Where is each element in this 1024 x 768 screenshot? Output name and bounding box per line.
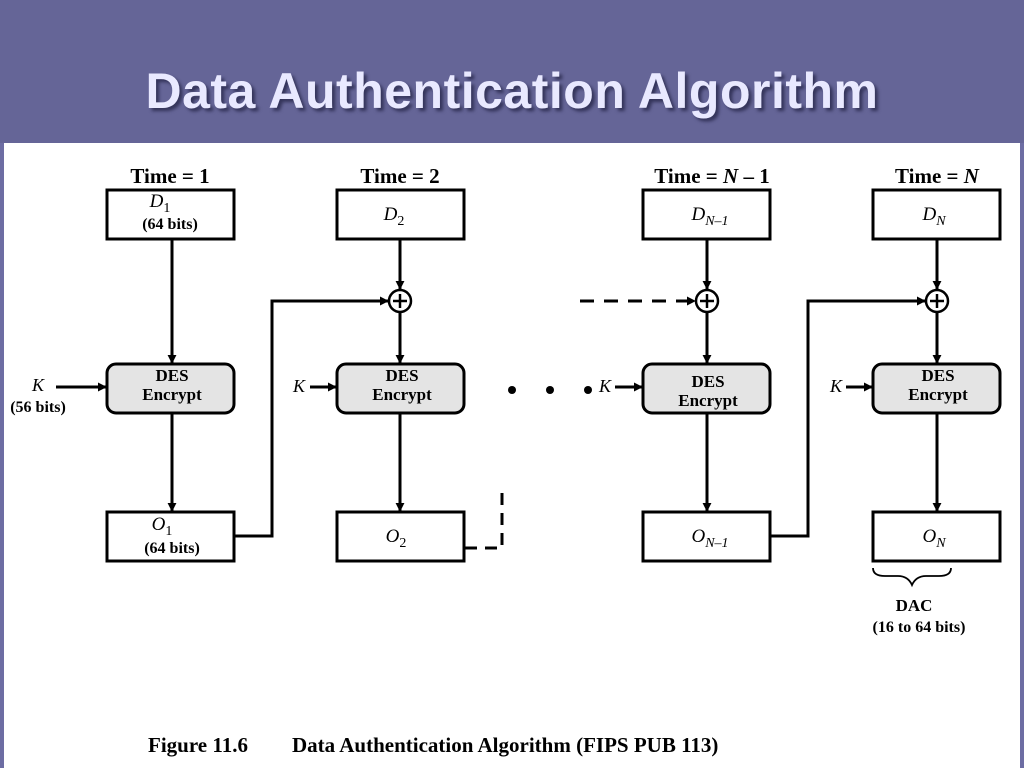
des-encrypt-n-minus-1-line2: Encrypt [678,391,738,410]
output-block-1-label: O1 [152,514,173,539]
output-block-n-minus-1 [641,510,772,563]
dac-note: (16 to 64 bits) [873,619,966,636]
data-block-n-label: DN [921,204,946,229]
right-border-stripe [1020,143,1024,768]
ellipsis-dots [508,386,592,394]
des-encrypt-n-minus-1-line1: DES [691,372,724,391]
data-block-2-label: D2 [383,204,405,229]
title-bar [0,0,1024,143]
data-block-n-minus-1 [641,188,772,241]
dac-label: DAC [896,596,933,615]
data-block-1-label: D1 [149,191,171,216]
feedback-on1-to-xorn [771,296,926,538]
feedback-o1-to-xor2 [235,296,389,538]
figure-caption-text: Data Authentication Algorithm (FIPS PUB … [292,733,718,757]
data-block-1 [105,188,236,241]
output-block-n [871,510,1002,563]
key-note-1: (56 bits) [10,399,66,416]
des-encrypt-2-line1: DES [385,366,418,385]
des-encrypt-1-line2: Encrypt [142,385,202,404]
des-encrypt-box-n-minus-1 [641,362,772,415]
time-label-2: Time = 2 [360,164,439,188]
output-block-1-note: (64 bits) [144,540,200,557]
des-encrypt-2-line2: Encrypt [372,385,432,404]
des-encrypt-box-n [871,362,1002,415]
time-label-1: Time = 1 [130,164,209,188]
key-label-n-minus-1: K [598,376,612,396]
des-encrypt-n-line2: Encrypt [908,385,968,404]
output-block-n-minus-1-label: ON–1 [691,526,728,551]
key-label-1: K [31,375,45,395]
data-block-n-minus-1-label: DN–1 [690,204,728,229]
output-block-2-label: O2 [386,526,407,551]
data-block-2 [335,188,466,241]
data-block-n [871,188,1002,241]
des-encrypt-box-2 [335,362,466,415]
output-block-1 [105,510,236,563]
time-label-n-minus-1: Time = N – 1 [654,164,769,188]
output-block-2 [335,510,466,563]
key-label-n: K [829,376,843,396]
data-block-1-note: (64 bits) [142,216,198,233]
des-encrypt-n-line1: DES [921,366,954,385]
key-label-2: K [292,376,306,396]
slide-title: Data Authentication Algorithm [145,63,879,119]
output-block-n-label: ON [922,526,946,551]
des-encrypt-box-1 [105,362,236,415]
time-label-n: Time = N [895,164,980,188]
dac-brace [872,567,952,588]
left-border-stripe [0,143,4,768]
feedback-o2-dashed [465,486,504,550]
des-encrypt-1-line1: DES [155,366,188,385]
figure-caption-number: Figure 11.6 [148,733,248,757]
